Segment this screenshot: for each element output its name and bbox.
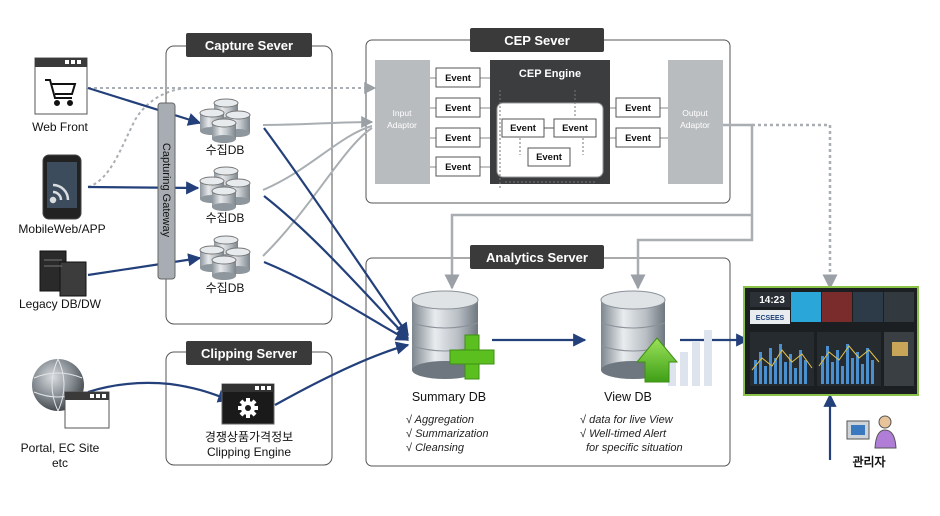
admin-label: 관리자 xyxy=(852,454,885,469)
capturing-gateway: Capturing Gateway xyxy=(157,102,176,280)
capture-server-header xyxy=(186,33,312,57)
event-chips-engine: Event Event Event xyxy=(501,118,597,167)
analytics-server-title: Analytics Server xyxy=(486,250,588,265)
cep-internals: Input Adaptor Output Adaptor Event Event… xyxy=(375,60,723,190)
plus-icon xyxy=(449,334,495,380)
svg-text:Event: Event xyxy=(445,162,472,173)
dashboard-bars xyxy=(754,344,874,384)
gear-icon xyxy=(238,398,258,418)
legacy-source: Legacy DB/DW xyxy=(19,250,102,311)
summary-item-2: √ Summarization xyxy=(406,428,488,440)
dashboard-monitor: 14:23 ECSEES xyxy=(743,286,919,396)
view-item-3: for specific situation xyxy=(586,442,683,454)
web-front-source: Web Front xyxy=(32,57,89,134)
svg-text:Event: Event xyxy=(625,103,652,114)
view-db-title: View DB xyxy=(604,390,652,404)
output-adaptor-label-1: Output xyxy=(682,108,708,118)
capture-server: Capture Sever xyxy=(165,33,333,325)
portal-label-2: etc xyxy=(52,456,68,470)
portal-source: Portal, EC Site etc xyxy=(21,358,110,470)
collection-db-1-label: 수집DB xyxy=(206,143,245,157)
clipping-engine-line2: Clipping Engine xyxy=(207,445,291,459)
summary-db: Summary DB √ Aggregation √ Summarization… xyxy=(406,290,495,454)
view-item-1: √ data for live View xyxy=(580,414,674,426)
clipping-engine-line1: 경쟁상품가격정보 xyxy=(205,430,293,444)
cep-server-title: CEP Sever xyxy=(504,33,570,48)
svg-text:Event: Event xyxy=(445,73,472,84)
bar-chart-icon xyxy=(668,330,712,386)
capturing-gateway-label: Capturing Gateway xyxy=(160,143,172,238)
shopping-cart-icon xyxy=(45,79,77,106)
output-adaptor-label-2: Adaptor xyxy=(680,120,710,130)
rss-icon xyxy=(49,183,70,204)
svg-text:Event: Event xyxy=(562,123,589,134)
collection-db-2 xyxy=(199,166,251,211)
collection-db-clusters: 수집DB 수집DB 수집DB xyxy=(199,98,251,295)
web-front-label: Web Front xyxy=(32,120,88,134)
input-adaptor-label-1: Input xyxy=(393,108,413,118)
clipping-server-header xyxy=(186,341,312,365)
view-item-2: √ Well-timed Alert xyxy=(580,428,667,440)
svg-text:Event: Event xyxy=(625,133,652,144)
admin-user: 관리자 xyxy=(846,415,897,469)
collection-db-3-label: 수집DB xyxy=(206,281,245,295)
input-adaptor-label-2: Adaptor xyxy=(387,120,417,130)
cep-engine-title: CEP Engine xyxy=(519,68,581,80)
user-icon xyxy=(878,415,892,429)
summary-item-3: √ Cleansing xyxy=(406,442,465,454)
output-adaptor xyxy=(668,60,723,184)
gray-connectors xyxy=(87,82,838,290)
summary-item-1: √ Aggregation xyxy=(406,414,474,426)
mobile-source: MobileWeb/APP xyxy=(18,154,106,236)
dashboard-time: 14:23 xyxy=(759,295,785,306)
svg-text:Event: Event xyxy=(445,103,472,114)
collection-db-2-label: 수집DB xyxy=(206,211,245,225)
navy-connectors xyxy=(87,86,837,460)
mobile-label: MobileWeb/APP xyxy=(18,222,105,236)
capture-server-title: Capture Sever xyxy=(205,38,293,53)
clipping-server-title: Clipping Server xyxy=(201,346,297,361)
summary-db-title: Summary DB xyxy=(412,390,486,404)
clipping-engine: 경쟁상품가격정보 Clipping Engine xyxy=(205,383,293,459)
legacy-label: Legacy DB/DW xyxy=(19,297,102,311)
svg-text:Event: Event xyxy=(510,123,537,134)
svg-text:Event: Event xyxy=(445,133,472,144)
up-arrow-icon xyxy=(635,337,679,383)
dashboard-brand: ECSEES xyxy=(756,315,785,322)
event-chips-in: Event Event Event Event xyxy=(435,67,481,177)
svg-text:Event: Event xyxy=(536,152,563,163)
analytics-server-header xyxy=(470,245,604,269)
event-chips-out: Event Event xyxy=(615,97,661,148)
collection-db-1 xyxy=(199,98,251,143)
collection-db-3 xyxy=(199,235,251,280)
view-db: View DB √ data for live View √ Well-time… xyxy=(580,290,712,454)
cep-server-header xyxy=(470,28,604,52)
input-adaptor xyxy=(375,60,430,184)
portal-label-1: Portal, EC Site xyxy=(21,441,100,455)
